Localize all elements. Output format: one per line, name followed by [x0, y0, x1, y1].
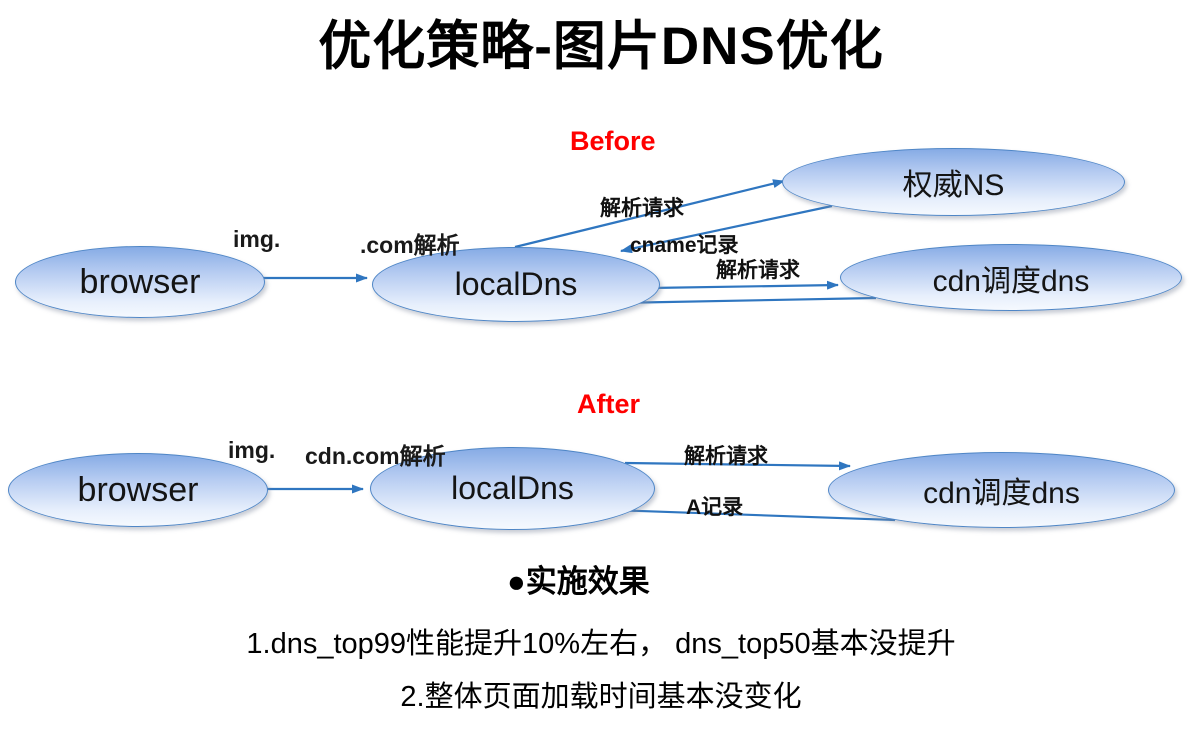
node-localdns-before-label: localDns: [454, 266, 578, 302]
node-cdndns-before-label: cdn调度dns: [932, 264, 1090, 298]
node-cdndns-after-label: cdn调度dns: [923, 477, 1080, 510]
node-browser-before: browser: [15, 246, 265, 318]
before-section-label: Before: [570, 126, 656, 156]
edge-label-a-record: A记录: [686, 496, 744, 519]
edge-label-img-suffix-after: cdn.com解析: [305, 443, 446, 469]
edge-cdndns-localdns-return-before: [615, 296, 877, 308]
node-browser-after-label: browser: [77, 470, 199, 509]
summary-heading-row: ●实施效果: [507, 556, 650, 601]
node-cdndns-after: cdn调度dns: [828, 452, 1175, 528]
node-browser-before-label: browser: [79, 262, 201, 301]
node-cdndns-before: cdn调度dns: [840, 244, 1182, 311]
edge-label-cname-record: cname记录: [630, 234, 739, 257]
summary-heading: 实施效果: [525, 564, 650, 599]
summary-line-2: 2.整体页面加载时间基本没变化: [400, 681, 802, 713]
node-browser-after: browser: [8, 453, 268, 527]
edge-label-resolve-request-cdn-before: 解析请求: [716, 259, 800, 282]
edge-label-img-prefix-before: img.: [233, 226, 281, 252]
node-authns-label: 权威NS: [902, 169, 1005, 202]
bullet-icon: ●: [507, 564, 526, 599]
node-localdns-after: localDns: [370, 447, 655, 530]
edge-localdns-cdndns-request-before: [649, 280, 839, 290]
edge-label-resolve-request-cdn-after: 解析请求: [684, 445, 768, 468]
summary-line-1: 1.dns_top99性能提升10%左右， dns_top50基本没提升: [246, 628, 956, 660]
edge-cdndns-localdns-arecord: [611, 505, 896, 522]
edge-label-img-suffix-before: .com解析: [360, 232, 460, 258]
node-authns: 权威NS: [782, 148, 1125, 216]
node-localdns-after-label: localDns: [451, 470, 574, 506]
edge-label-resolve-request-authns: 解析请求: [600, 197, 684, 220]
node-localdns-before: localDns: [372, 247, 660, 322]
after-section-label: After: [577, 389, 641, 419]
edge-label-img-prefix-after: img.: [228, 437, 276, 463]
page-title: 优化策略-图片DNS优化: [318, 17, 884, 76]
